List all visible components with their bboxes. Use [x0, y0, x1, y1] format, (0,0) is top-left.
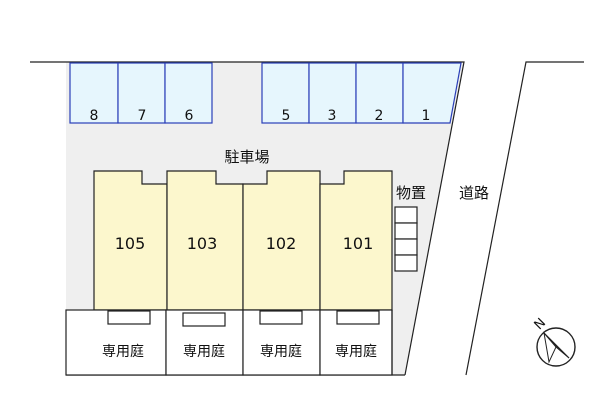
garden-label: 専用庭	[260, 343, 302, 360]
storage-unit	[394, 206, 418, 224]
garden-label: 専用庭	[183, 343, 225, 360]
parking-number: 2	[375, 108, 384, 124]
parking-label: 駐車場	[224, 148, 269, 166]
parking-left-group	[69, 62, 213, 124]
road-label: 道路	[459, 184, 489, 202]
parking-right-group	[261, 62, 462, 124]
parking-space	[402, 62, 462, 124]
site-boundary-top	[30, 61, 465, 376]
compass-icon	[536, 327, 576, 367]
unit-number: 101	[343, 234, 374, 253]
storage-unit	[394, 254, 418, 272]
storage-units	[394, 206, 418, 272]
ac-unit	[107, 310, 151, 325]
ac-unit	[336, 310, 380, 325]
garden-label: 専用庭	[102, 343, 144, 360]
road-edge	[465, 61, 584, 376]
ac-unit	[182, 312, 226, 327]
parking-number: 3	[328, 108, 337, 124]
ac-unit	[259, 310, 303, 325]
unit-number: 102	[266, 234, 297, 253]
parking-space	[69, 62, 119, 124]
parking-number: 1	[422, 108, 431, 124]
storage-label: 物置	[396, 184, 426, 202]
garden-label: 専用庭	[335, 343, 377, 360]
storage-unit	[394, 222, 418, 240]
storage-unit	[394, 238, 418, 256]
unit-number: 105	[115, 234, 146, 253]
parking-number: 5	[282, 108, 291, 124]
parking-number: 6	[185, 108, 194, 124]
parking-space	[164, 62, 213, 124]
parking-number: 7	[138, 108, 147, 124]
unit-number: 103	[187, 234, 218, 253]
parking-number: 8	[90, 108, 99, 124]
parking-space	[117, 62, 166, 124]
